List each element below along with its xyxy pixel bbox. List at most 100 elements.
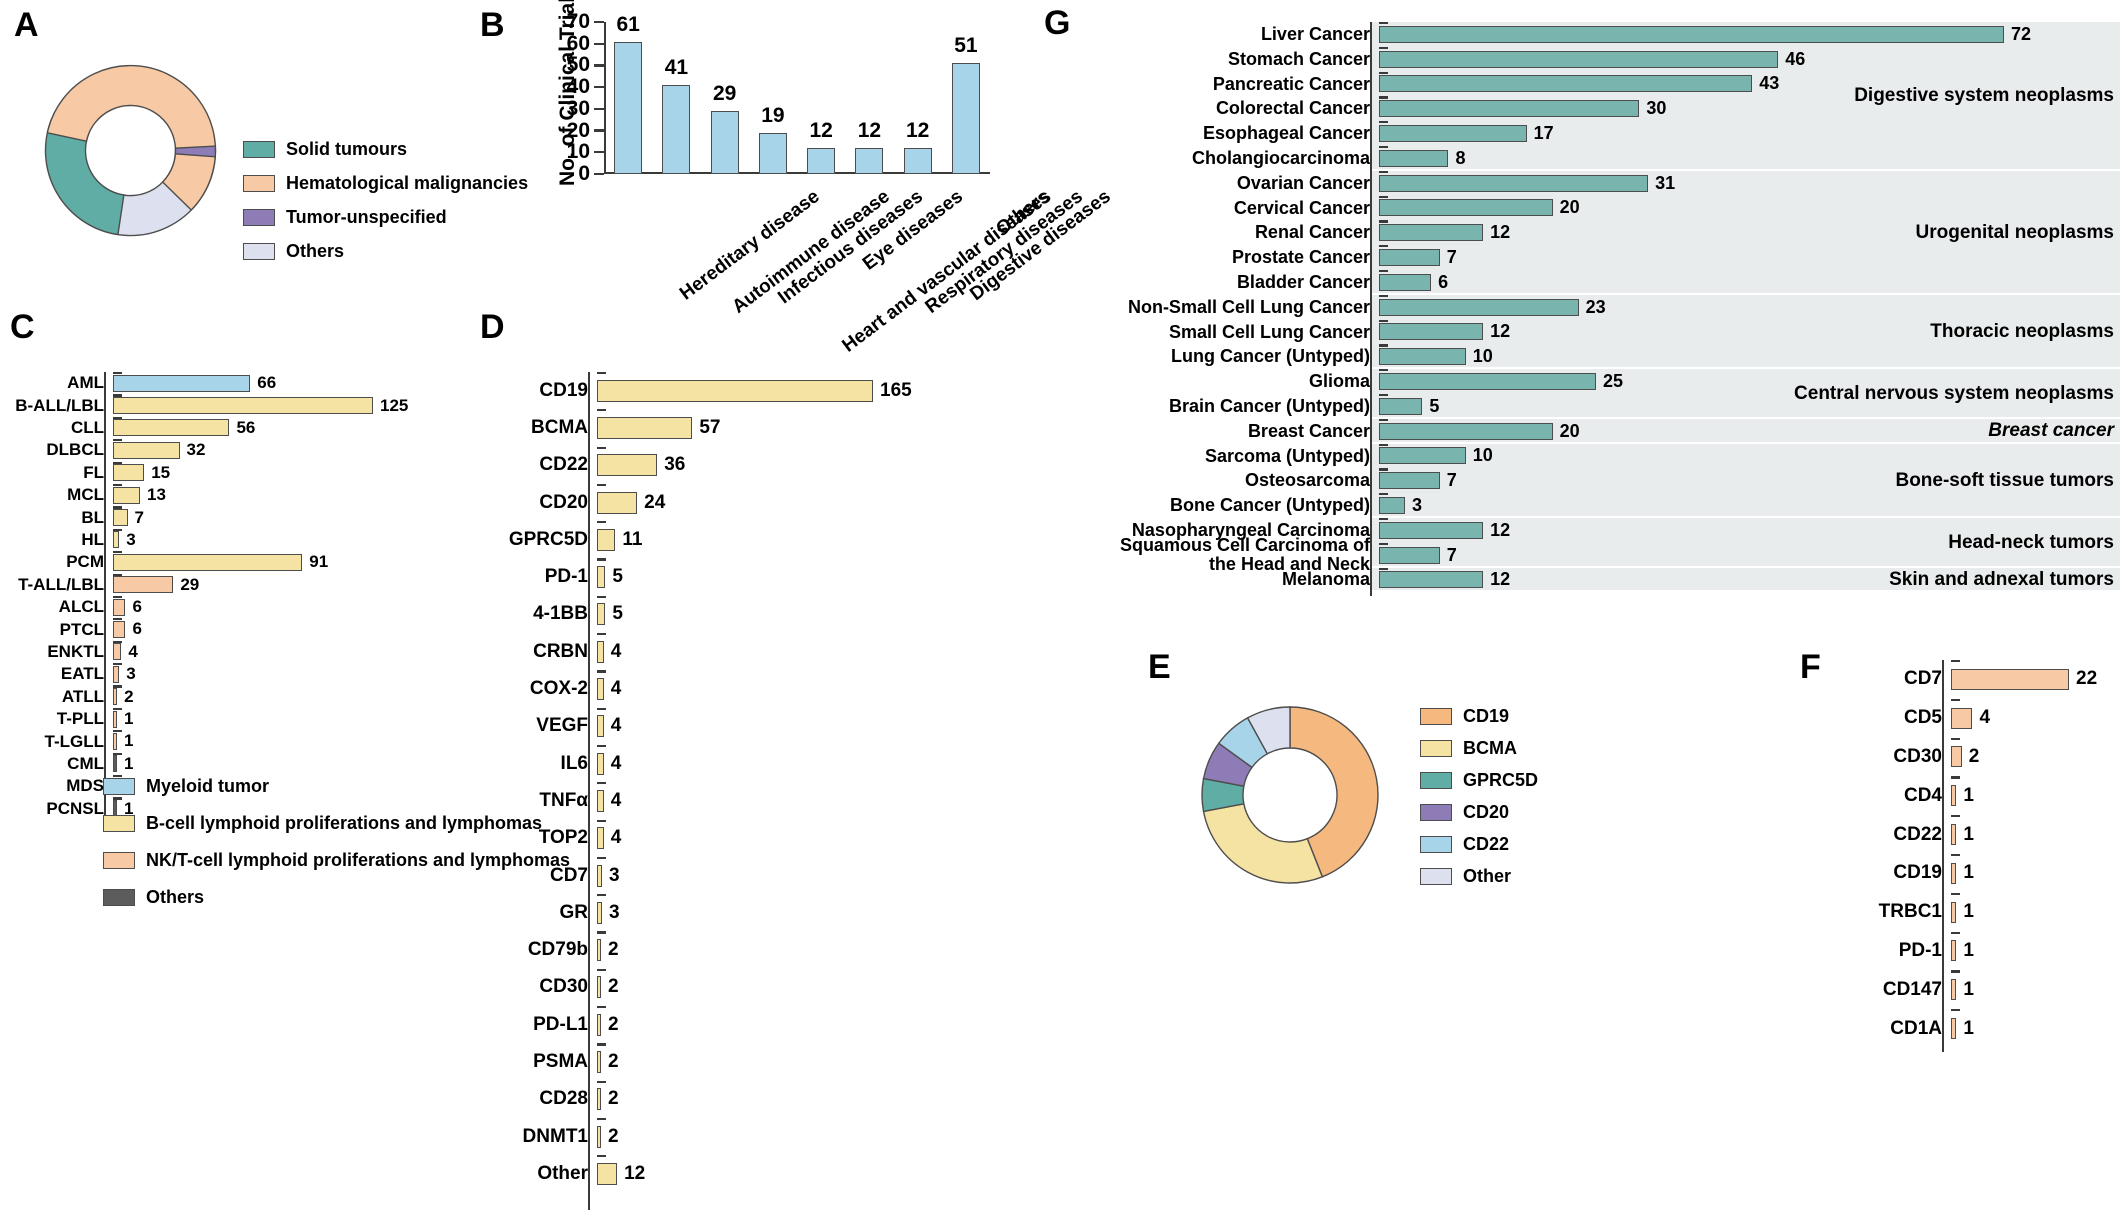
bar-label: GR [559, 901, 589, 923]
bar-label: DLBCL [46, 440, 104, 460]
bar-value: 2 [608, 976, 619, 998]
bar-value: 31 [1655, 172, 1676, 193]
bar [1379, 571, 1484, 589]
bar-label: Cervical Cancer [1233, 197, 1370, 218]
axis-tick [597, 483, 606, 487]
bar-value: 30 [1646, 98, 1667, 119]
bar-label: ALCL [58, 597, 104, 617]
axis-tick [113, 573, 122, 576]
bar-label: Small Cell Lung Cancer [1168, 321, 1370, 342]
bar-value: 4 [610, 715, 622, 737]
bar-value: 4 [610, 678, 622, 700]
bar-value: 72 [2011, 23, 2032, 44]
y-tick-label: 60 [566, 31, 590, 55]
y-tick [594, 20, 604, 24]
legend-label-others-c: Others [146, 887, 205, 907]
bar [597, 752, 604, 775]
bar [597, 416, 693, 439]
bar [1379, 397, 1423, 415]
bar-value: 6 [1438, 271, 1449, 292]
panel-label-g: G [1044, 4, 1071, 42]
axis-tick [597, 670, 606, 673]
bar-others [951, 63, 980, 174]
axis-tick [1379, 269, 1388, 273]
axis-tick [1379, 369, 1388, 372]
panel-label-a: A [14, 6, 39, 44]
bar-row: COX-2 4 [490, 670, 910, 707]
legend-item-cd22-e: CD22 [1420, 834, 1538, 855]
bar-value: 3 [126, 529, 136, 549]
bar-label: COX-2 [529, 678, 588, 700]
bar-value: 20 [1559, 197, 1580, 218]
legend-item-hematological: Hematological malignancies [243, 173, 528, 194]
bar-label: CD28 [539, 1088, 588, 1110]
group-label: Digestive system neoplasms [1854, 85, 2114, 107]
bar-label: CD5 [1903, 707, 1942, 729]
bar [1379, 521, 1484, 539]
bar-label: Melanoma [1281, 569, 1370, 590]
bar [113, 441, 180, 459]
bar-value: 4 [1979, 707, 1991, 729]
bar [1951, 785, 1957, 807]
bar-label: Liver Cancer [1260, 23, 1370, 44]
legend-label-gprc5d-e: GPRC5D [1463, 770, 1539, 790]
bar-value: 1 [1963, 901, 1974, 923]
group-label: Breast cancer [1988, 420, 2114, 442]
bar [113, 397, 373, 415]
bar [597, 491, 638, 514]
axis-tick [597, 372, 606, 375]
legend-label-cd22-e: CD22 [1463, 834, 1510, 854]
bar-label: CD30 [539, 976, 588, 998]
axis-tick [1379, 443, 1388, 446]
axis-tick [1379, 121, 1388, 124]
bar-label: MCL [67, 485, 104, 505]
group-label: Thoracic neoplasms [1930, 321, 2114, 342]
bar-value: 1 [1963, 978, 1974, 1000]
group-label: Head-neck tumors [1948, 531, 2114, 553]
legend-label-other-e: Other [1463, 866, 1512, 886]
y-tick [594, 64, 604, 67]
bar-label: FL [83, 462, 104, 482]
bar-value: 25 [1603, 371, 1624, 392]
bar-label: CRBN [533, 640, 588, 662]
bar-label: TNFα [539, 789, 588, 811]
legend-label-hematological: Hematological malignancies [286, 173, 529, 193]
axis-tick [113, 528, 122, 531]
group-band [1370, 518, 2120, 566]
bar-label: PD-L1 [533, 1013, 588, 1035]
bar-value: 3 [1412, 495, 1423, 516]
legend-swatch-solid-tumours [243, 141, 275, 158]
bar [1951, 746, 1962, 768]
bar-value: 51 [954, 34, 978, 58]
bar-infectious-diseases [710, 111, 739, 174]
bar-label: Sarcoma (Untyped) [1204, 445, 1370, 466]
bar [597, 1013, 601, 1036]
bar [1379, 422, 1553, 440]
bar [113, 732, 117, 750]
axis-tick [597, 707, 606, 710]
bar [1951, 940, 1957, 962]
bar-label: VEGF [536, 715, 588, 737]
bar-value: 12 [1490, 222, 1511, 243]
bar-heart-and-vascular-diseases [758, 132, 787, 174]
axis-tick [1951, 698, 1960, 701]
legend-label-tumor-unspecified: Tumor-unspecified [286, 207, 447, 227]
axis-tick [597, 968, 606, 971]
bar [1379, 149, 1449, 167]
